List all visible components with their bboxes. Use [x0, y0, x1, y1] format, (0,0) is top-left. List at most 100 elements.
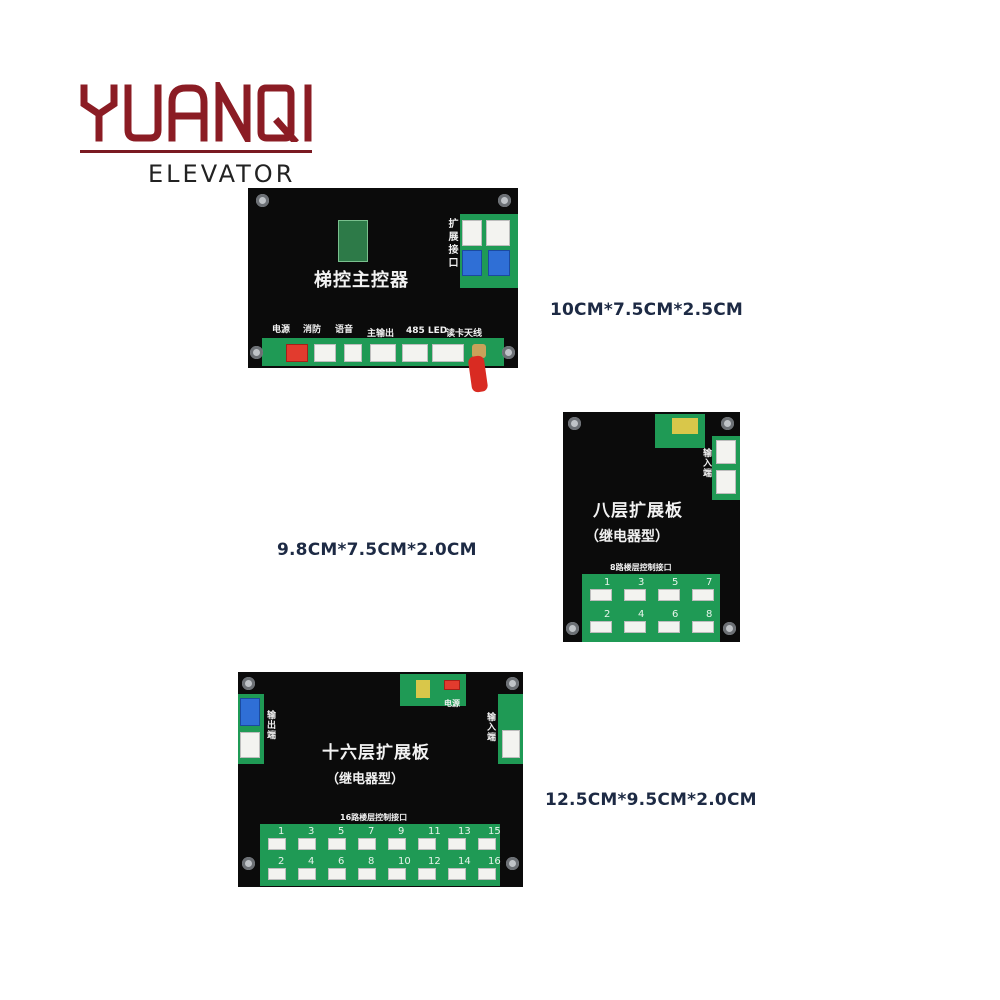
input-connector	[502, 730, 520, 758]
rf-module	[338, 220, 368, 262]
sixteen-board-output-label: 输出端	[265, 710, 275, 740]
mount-hole	[506, 857, 519, 870]
mount-hole	[498, 194, 511, 207]
floor-terminal-connector	[692, 621, 714, 633]
sixteen-board-input-label: 输入端	[485, 712, 495, 742]
floor-terminal-connector	[478, 868, 496, 880]
floor-terminal-number: 1	[604, 577, 611, 588]
logo-rule	[80, 150, 312, 153]
floor-terminal-number: 8	[368, 856, 375, 867]
card-reader-connector	[432, 344, 464, 362]
floor-terminal-number: 6	[672, 609, 679, 620]
mount-hole	[250, 346, 263, 359]
power-connector	[444, 680, 460, 690]
floor-terminal-connector	[268, 838, 286, 850]
expansion-label: 扩展接口	[446, 218, 457, 270]
floor-terminal-number: 16	[488, 856, 501, 867]
sixteen-board-dimensions: 12.5CM*9.5CM*2.0CM	[545, 790, 757, 810]
port-label-main-output: 主输出	[367, 329, 395, 339]
floor-terminal-connector	[418, 838, 436, 850]
voice-connector	[344, 344, 362, 362]
floor-terminal-number: 2	[278, 856, 285, 867]
mount-hole	[723, 622, 736, 635]
sixteen-board-power-label: 电源	[444, 699, 460, 708]
floor-terminal-connector	[418, 868, 436, 880]
floor-terminal-number: 11	[428, 826, 441, 837]
floor-terminal-connector	[658, 621, 680, 633]
floor-terminal-number: 9	[398, 826, 405, 837]
floor-terminal-connector	[590, 621, 612, 633]
floor-terminal-connector	[590, 589, 612, 601]
expansion-connector	[486, 220, 510, 246]
sixteen-board-interface-label: 16路楼层控制接口	[340, 813, 408, 822]
port-label-power: 电源	[272, 325, 291, 335]
main-output-connector	[370, 344, 396, 362]
mount-hole	[721, 417, 734, 430]
main-board-dimensions: 10CM*7.5CM*2.5CM	[550, 300, 744, 320]
floor-terminal-connector	[328, 868, 346, 880]
floor-terminal-number: 13	[458, 826, 471, 837]
expansion-connector-blue	[488, 250, 510, 276]
floor-terminal-number: 7	[706, 577, 713, 588]
antenna-base	[472, 344, 486, 358]
floor-terminal-number: 8	[706, 609, 713, 620]
eight-board-interface-label: 8路楼层控制接口	[610, 563, 672, 572]
eight-board-subtitle: （继电器型）	[585, 529, 669, 545]
mount-hole	[568, 417, 581, 430]
eight-board-title: 八层扩展板	[593, 501, 683, 521]
floor-terminal-number: 3	[308, 826, 315, 837]
floor-terminal-number: 5	[672, 577, 679, 588]
output-connector	[240, 732, 260, 758]
floor-terminal-connector	[448, 838, 466, 850]
mount-hole	[242, 677, 255, 690]
sixteen-board-subtitle: （继电器型）	[326, 772, 405, 787]
mount-hole	[502, 346, 515, 359]
expansion-connector-blue	[462, 250, 482, 276]
floor-terminal-number: 4	[638, 609, 645, 620]
expansion-connector	[462, 220, 482, 246]
floor-terminal-connector	[692, 589, 714, 601]
floor-terminal-connector	[478, 838, 496, 850]
led-connector	[402, 344, 428, 362]
floor-terminal-connector	[448, 868, 466, 880]
input-connector	[716, 470, 736, 494]
floor-terminal-number: 3	[638, 577, 645, 588]
floor-terminal-number: 10	[398, 856, 411, 867]
floor-terminal-connector	[328, 838, 346, 850]
floor-terminal-connector	[658, 589, 680, 601]
eight-board-input-label: 输入端	[701, 448, 711, 478]
floor-terminal-number: 14	[458, 856, 471, 867]
floor-terminal-connector	[298, 868, 316, 880]
mount-hole	[506, 677, 519, 690]
floor-terminal-number: 12	[428, 856, 441, 867]
floor-terminal-connector	[298, 838, 316, 850]
floor-terminal-number: 1	[278, 826, 285, 837]
logo-subtitle: ELEVATOR	[148, 160, 296, 188]
port-label-485-led: 485 LED	[406, 326, 448, 336]
floor-terminal-connector	[388, 868, 406, 880]
yuanqi-logo	[80, 82, 312, 142]
port-label-fire: 消防	[303, 325, 322, 335]
floor-terminal-number: 5	[338, 826, 345, 837]
mount-hole	[566, 622, 579, 635]
floor-terminal-number: 6	[338, 856, 345, 867]
sixteen-board-header-pin	[416, 680, 430, 698]
floor-terminal-connector	[624, 589, 646, 601]
floor-terminal-connector	[624, 621, 646, 633]
floor-terminal-number: 7	[368, 826, 375, 837]
fire-connector	[314, 344, 336, 362]
floor-terminal-connector	[358, 868, 376, 880]
mount-hole	[256, 194, 269, 207]
port-label-card-antenna: 读卡天线	[446, 329, 483, 339]
sixteen-board-top-strip	[400, 674, 466, 706]
power-connector	[286, 344, 308, 362]
floor-terminal-connector	[268, 868, 286, 880]
output-connector-blue	[240, 698, 260, 726]
mount-hole	[242, 857, 255, 870]
floor-terminal-number: 2	[604, 609, 611, 620]
main-board-title: 梯控主控器	[314, 270, 409, 291]
eight-board-dimensions: 9.8CM*7.5CM*2.0CM	[277, 540, 477, 560]
eight-board-header-pin	[672, 418, 698, 434]
floor-terminal-connector	[358, 838, 376, 850]
sixteen-board-title: 十六层扩展板	[322, 743, 430, 763]
